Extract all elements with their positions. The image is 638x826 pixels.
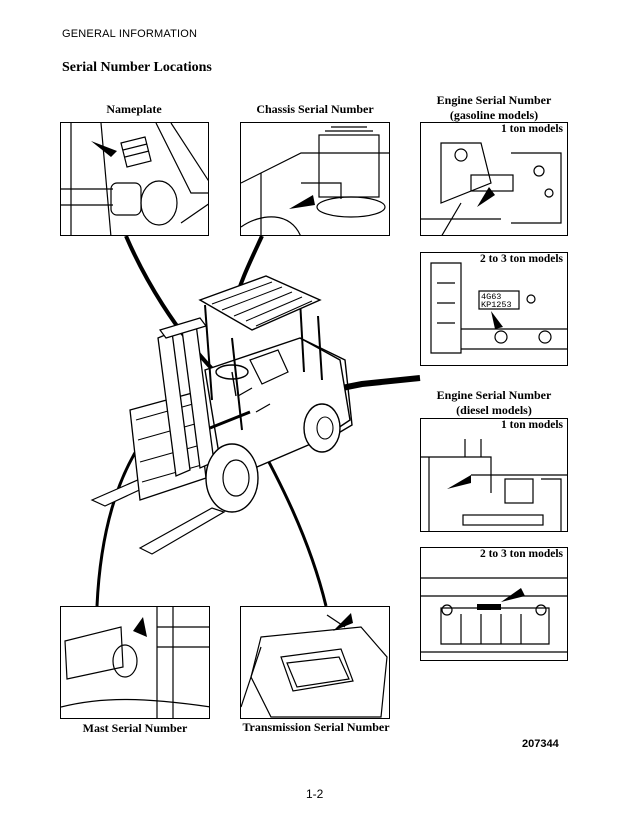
gas-1ton-label: 1 ton models: [499, 123, 565, 135]
transmission-drawing: [241, 613, 388, 718]
diesel-1ton-label: 1 ton models: [499, 419, 565, 431]
mast-panel: [60, 606, 210, 719]
diesel-1ton-arrow-icon: [447, 475, 471, 489]
engine-gas-2to3ton-panel: 2 to 3 ton models 4G63 KP1253: [420, 252, 568, 366]
engine-gas-2to3ton-drawing: 4G63 KP1253: [430, 262, 567, 354]
chassis-arrow-icon: [289, 195, 315, 209]
gas-2to3ton-label: 2 to 3 ton models: [477, 253, 565, 265]
transmission-serial-caption: Transmission Serial Number: [242, 720, 390, 734]
figure-number: 207344: [522, 738, 559, 750]
engine-diesel-caption-line1: Engine Serial Number: [436, 388, 552, 402]
engine-diesel-1ton-panel: 1 ton models: [420, 418, 568, 532]
chassis-serial-caption: Chassis Serial Number: [256, 102, 374, 116]
engine-gas-caption-line2: (gasoline models): [449, 108, 539, 122]
transmission-panel: [240, 606, 390, 719]
mast-drawing: [61, 607, 209, 718]
engine-gas-caption-line1: Engine Serial Number: [436, 93, 552, 107]
mast-arrow-icon: [133, 617, 147, 637]
engine-gas-1ton-panel: 1 ton models: [420, 122, 568, 236]
nameplate-panel: [60, 122, 209, 236]
engine-gas-1ton-drawing: [421, 142, 562, 235]
engine-diesel-2to3ton-panel: 2 to 3 ton models: [420, 547, 568, 661]
transmission-arrow-icon: [333, 613, 353, 631]
diesel-serial-plate-icon: [477, 604, 501, 610]
nameplate-drawing: [61, 123, 208, 235]
nameplate-caption: Nameplate: [106, 102, 162, 116]
chassis-drawing: [241, 126, 389, 235]
diesel-2to3ton-arrow-icon: [501, 588, 525, 602]
diesel-2to3ton-label: 2 to 3 ton models: [477, 548, 565, 560]
page-number: 1-2: [306, 787, 324, 801]
gas-1ton-arrow-icon: [477, 187, 495, 207]
section-title: Serial Number Locations: [62, 60, 212, 75]
engine-diesel-caption-line2: (diesel models): [456, 403, 532, 417]
nameplate-arrow-icon: [91, 141, 117, 157]
mast-serial-caption: Mast Serial Number: [82, 721, 188, 735]
plate-line1: 4G63: [481, 292, 501, 302]
running-header: GENERAL INFORMATION: [62, 28, 198, 40]
chassis-panel: [240, 122, 390, 236]
plate-line2: KP1253: [481, 300, 512, 310]
engine-diesel-1ton-drawing: [421, 439, 567, 531]
engine-diesel-2to3ton-drawing: [421, 577, 567, 653]
gas-2to3ton-arrow-icon: [491, 311, 503, 329]
